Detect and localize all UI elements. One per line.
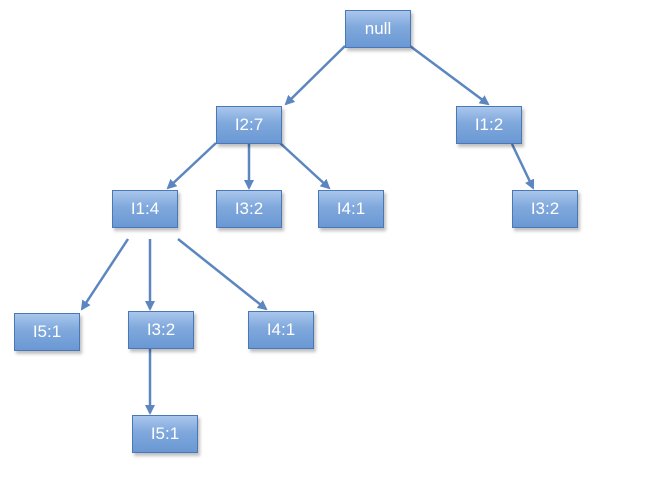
node-i2-7: I2:7 [216, 106, 282, 144]
node-root-null: null [345, 10, 411, 48]
edge-i27-to-i41a [279, 142, 331, 190]
edge-i27-to-i14 [166, 142, 217, 190]
edge-i14-to-i41b [177, 238, 268, 311]
node-i3-2-under-i1-2: I3:2 [512, 190, 578, 228]
node-i4-1-under-i2-7: I4:1 [318, 190, 384, 228]
node-i4-1-under-i1-4: I4:1 [248, 311, 314, 349]
edge-i14-to-i51a [80, 238, 130, 311]
node-i3-2-under-i1-4: I3:2 [128, 311, 194, 349]
node-i5-1-under-i1-4: I5:1 [14, 313, 80, 351]
node-i1-2: I1:2 [456, 106, 522, 144]
edge-root-to-i12 [409, 44, 490, 106]
edge-i12-to-i32b [510, 143, 535, 190]
edge-root-to-i27 [284, 45, 346, 106]
node-i5-1-under-i3-2: I5:1 [132, 415, 198, 453]
node-i1-4: I1:4 [112, 190, 178, 228]
node-i3-2-under-i2-7: I3:2 [216, 190, 282, 228]
